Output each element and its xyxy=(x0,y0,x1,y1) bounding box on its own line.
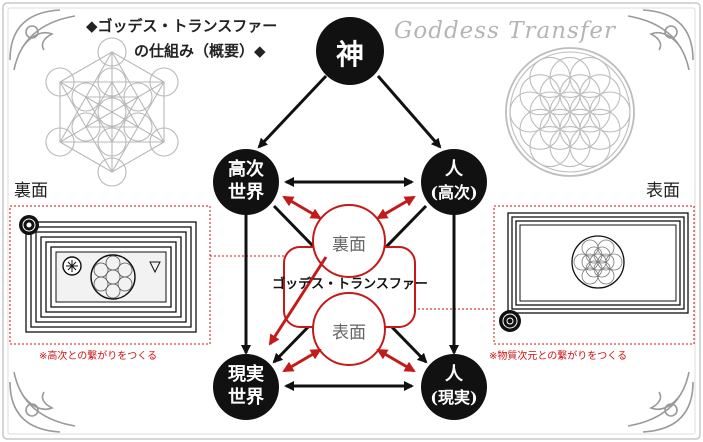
title-line-1: ◆ゴッデス・トランスファー xyxy=(86,17,278,35)
person-higher-node xyxy=(421,149,487,215)
god-label: 神 xyxy=(335,38,364,71)
god-node xyxy=(316,17,384,85)
front-side-panel-label: 表面 xyxy=(646,181,680,201)
real-world-label: 現実 世界 xyxy=(213,363,279,409)
back-side-circle-label: 裏面 xyxy=(332,235,366,255)
logo-text: Goddess Transfer xyxy=(394,18,616,44)
front-side-circle-label: 表面 xyxy=(332,323,366,343)
corner-ornament-bottom-left xyxy=(9,371,76,433)
person-real-label: 人 (現実) xyxy=(421,363,487,409)
person-higher-label: 人 (高次) xyxy=(421,158,487,204)
person-higher-label-line2: (高次) xyxy=(430,183,478,202)
front-side-circle xyxy=(312,292,386,366)
person-real-node xyxy=(421,354,487,420)
flower-of-life-icon xyxy=(505,47,635,177)
center-label: ゴッデス・トランスファー xyxy=(272,277,428,292)
higher-world-label-line1: 高次 xyxy=(228,159,264,180)
corner-ornament-bottom-right xyxy=(627,371,694,433)
person-real-label-line2: (現実) xyxy=(430,388,478,407)
corner-ornament-top-right xyxy=(627,9,694,71)
back-side-panel-label: 裏面 xyxy=(14,181,48,201)
back-side-note: ※高次との繋がりをつくる xyxy=(39,351,158,362)
title-line-2: の仕組み（概要）◆ xyxy=(134,42,266,60)
front-side-card xyxy=(493,205,695,345)
real-world-label-line2: 世界 xyxy=(228,387,264,408)
person-real-label-line1: 人 xyxy=(445,364,463,385)
black-arrows xyxy=(241,74,459,391)
higher-world-label: 高次 世界 xyxy=(213,158,279,204)
back-side-card xyxy=(9,205,211,345)
metatron-cube-icon xyxy=(45,37,179,187)
back-side-circle xyxy=(312,204,386,278)
red-arrows xyxy=(268,195,416,373)
real-world-label-line1: 現実 xyxy=(228,364,264,385)
person-higher-label-line1: 人 xyxy=(445,159,463,180)
real-world-node xyxy=(213,354,279,420)
corner-ornament-top-left xyxy=(9,9,76,71)
front-side-note: ※物質次元との繋がりをつくる xyxy=(489,351,628,362)
higher-world-label-line2: 世界 xyxy=(228,182,264,203)
higher-world-node xyxy=(213,149,279,215)
